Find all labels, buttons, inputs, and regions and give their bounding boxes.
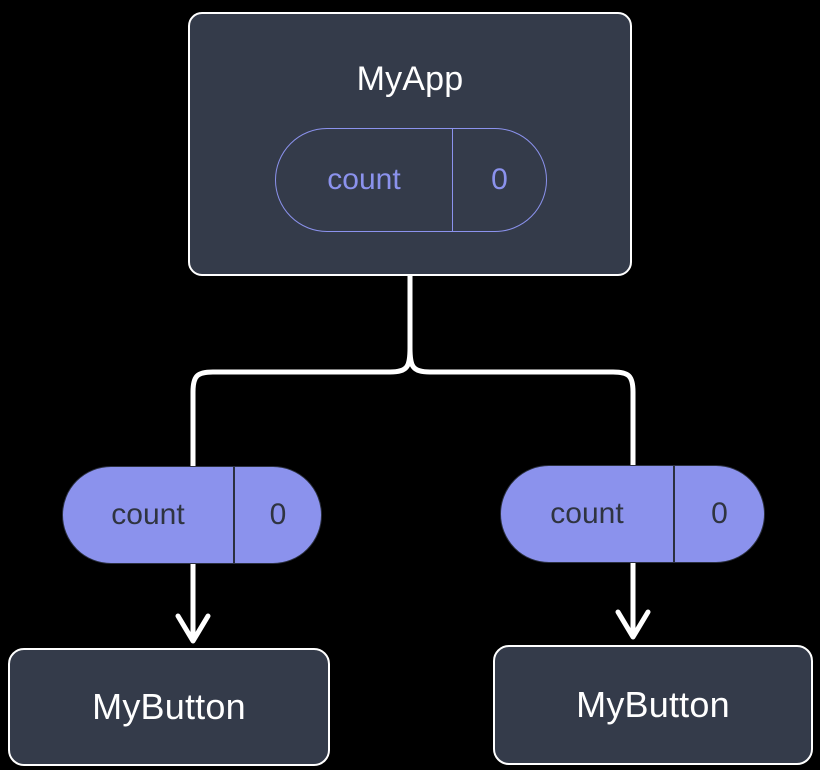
- prop-value-left: 0: [269, 498, 287, 531]
- prop-arrow-left: [175, 563, 211, 644]
- prop-value-right: 0: [711, 497, 728, 530]
- parent-to-children-fork: [190, 273, 636, 469]
- state-value-root: 0: [491, 163, 508, 196]
- component-title-mybutton-left: MyButton: [92, 686, 246, 727]
- state-key-root: count: [276, 129, 453, 231]
- component-node-mybutton-left[interactable]: MyButton: [8, 648, 330, 766]
- component-title-mybutton-right: MyButton: [576, 684, 730, 725]
- component-node-myapp[interactable]: MyApp: [188, 12, 632, 276]
- prop-key-right: count: [501, 466, 675, 562]
- prop-key-left: count: [63, 467, 235, 563]
- prop-pill-right[interactable]: count 0: [500, 465, 765, 563]
- state-pill-root[interactable]: count 0: [275, 128, 547, 232]
- component-node-mybutton-right[interactable]: MyButton: [493, 645, 813, 765]
- prop-arrow-right: [615, 563, 651, 640]
- prop-pill-left[interactable]: count 0: [62, 466, 322, 564]
- component-title-myapp: MyApp: [356, 60, 464, 98]
